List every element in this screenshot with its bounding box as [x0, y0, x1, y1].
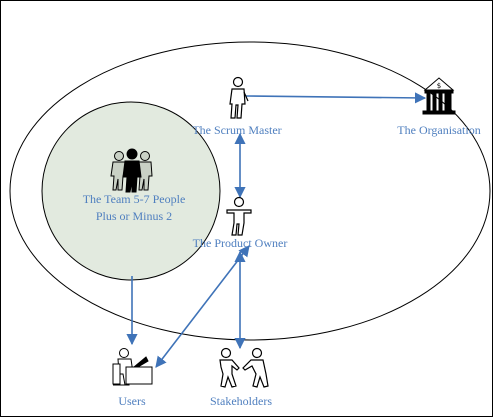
team-circle — [41, 101, 221, 281]
label-team-line2: Plus or Minus 2 — [96, 209, 172, 223]
group-people-icon — [110, 148, 153, 193]
label-organisation: The Organisation — [397, 123, 480, 137]
label-team-line1: The Team 5-7 People — [83, 192, 186, 206]
person-icon — [229, 76, 249, 119]
svg-text:$: $ — [437, 82, 441, 90]
bank-building-icon: $ — [422, 77, 456, 115]
arrow-scrum-master-to-organisation — [245, 92, 427, 104]
person-arms-out-icon — [226, 196, 252, 236]
label-scrum-master: The Scrum Master — [192, 123, 281, 137]
label-product-owner: The Product Owner — [193, 236, 288, 250]
person-at-desk-icon — [112, 348, 153, 386]
arrow-users-product-owner — [155, 245, 250, 368]
handshake-icon — [219, 347, 269, 388]
label-stakeholders: Stakeholders — [210, 394, 272, 408]
label-users: Users — [118, 394, 146, 408]
